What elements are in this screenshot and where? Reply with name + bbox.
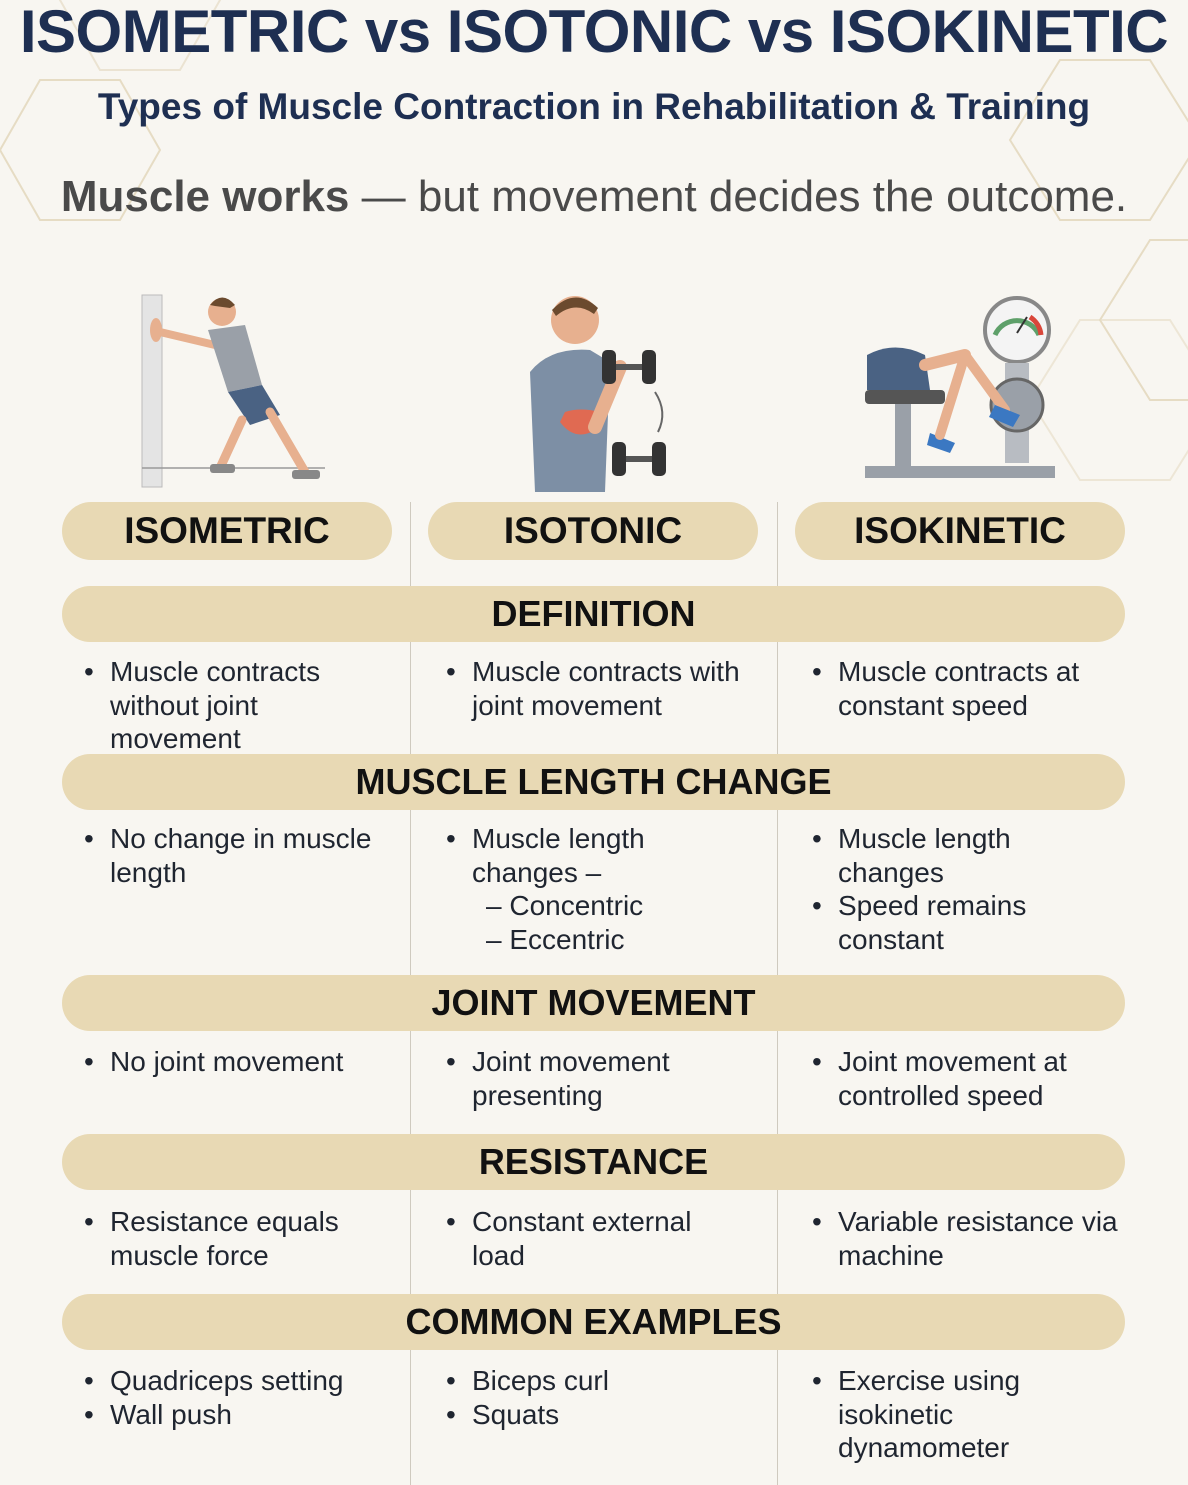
cell-examples-isotonic: Biceps curl Squats (446, 1364, 746, 1431)
tagline: Muscle works — but movement decides the … (0, 170, 1188, 224)
section-header-resistance: RESISTANCE (62, 1134, 1125, 1190)
cell-length-isokinetic: Muscle length changes Speed remains cons… (812, 822, 1072, 956)
wall-push-figure (141, 294, 325, 488)
section-header-definition: DEFINITION (62, 586, 1125, 642)
section-header-muscle-length-change: MUSCLE LENGTH CHANGE (62, 754, 1125, 810)
list-item: Exercise using isokinetic dynamometer (812, 1364, 1062, 1465)
page-title: ISOMETRIC vs ISOTONIC vs ISOKINETIC (19, 0, 1169, 65)
column-header-isometric: ISOMETRIC (62, 502, 392, 560)
column-header-isotonic: ISOTONIC (428, 502, 758, 560)
tagline-bold: Muscle works (60, 172, 350, 221)
list-item: Speed remains constant (812, 889, 1072, 956)
cell-length-isotonic: Muscle length changes – – Concentric – E… (446, 822, 746, 956)
cell-length-isometric: No change in muscle length (84, 822, 402, 889)
list-item: Resistance equals muscle force (84, 1205, 402, 1272)
cell-examples-isometric: Quadriceps setting Wall push (84, 1364, 402, 1431)
list-item: No joint movement (84, 1045, 402, 1079)
list-item: Wall push (84, 1398, 402, 1432)
list-item: No change in muscle length (84, 822, 402, 889)
section-header-joint-movement: JOINT MOVEMENT (62, 975, 1125, 1031)
list-item: Biceps curl (446, 1364, 746, 1398)
list-item: Muscle length changes (812, 822, 1072, 889)
tagline-rest: — but movement decides the outcome. (349, 172, 1128, 221)
list-item: Muscle contracts with joint movement (446, 655, 764, 722)
list-subitem: – Eccentric (486, 923, 625, 955)
cell-resistance-isometric: Resistance equals muscle force (84, 1205, 402, 1272)
biceps-curl-figure (530, 296, 666, 492)
cell-joint-isotonic: Joint movement presenting (446, 1045, 746, 1112)
cell-joint-isokinetic: Joint movement at controlled speed (812, 1045, 1122, 1112)
cell-joint-isometric: No joint movement (84, 1045, 402, 1079)
list-item: Muscle contracts without joint movement (84, 655, 384, 756)
page-subtitle: Types of Muscle Contraction in Rehabilit… (97, 86, 1091, 127)
section-header-common-examples: COMMON EXAMPLES (62, 1294, 1125, 1350)
list-item: Variable resistance via machine (812, 1205, 1122, 1272)
cell-definition-isometric: Muscle contracts without joint movement (84, 655, 384, 756)
list-subitem: – Concentric (486, 890, 644, 921)
cell-definition-isotonic: Muscle contracts with joint movement (446, 655, 764, 722)
list-item: Squats (446, 1398, 746, 1432)
cell-resistance-isotonic: Constant external load (446, 1205, 746, 1272)
cell-definition-isokinetic: Muscle contracts at constant speed (812, 655, 1112, 722)
column-header-isokinetic: ISOKINETIC (795, 502, 1125, 560)
list-item: Muscle length changes – (446, 822, 746, 889)
cell-resistance-isokinetic: Variable resistance via machine (812, 1205, 1122, 1272)
cell-examples-isokinetic: Exercise using isokinetic dynamometer (812, 1364, 1062, 1465)
list-item: Joint movement at controlled speed (812, 1045, 1122, 1112)
isokinetic-machine-figure (865, 296, 1055, 478)
list-item: Quadriceps setting (84, 1364, 402, 1398)
list-item: Constant external load (446, 1205, 746, 1272)
list-item: Muscle contracts at constant speed (812, 655, 1112, 722)
list-item: Joint movement presenting (446, 1045, 746, 1112)
